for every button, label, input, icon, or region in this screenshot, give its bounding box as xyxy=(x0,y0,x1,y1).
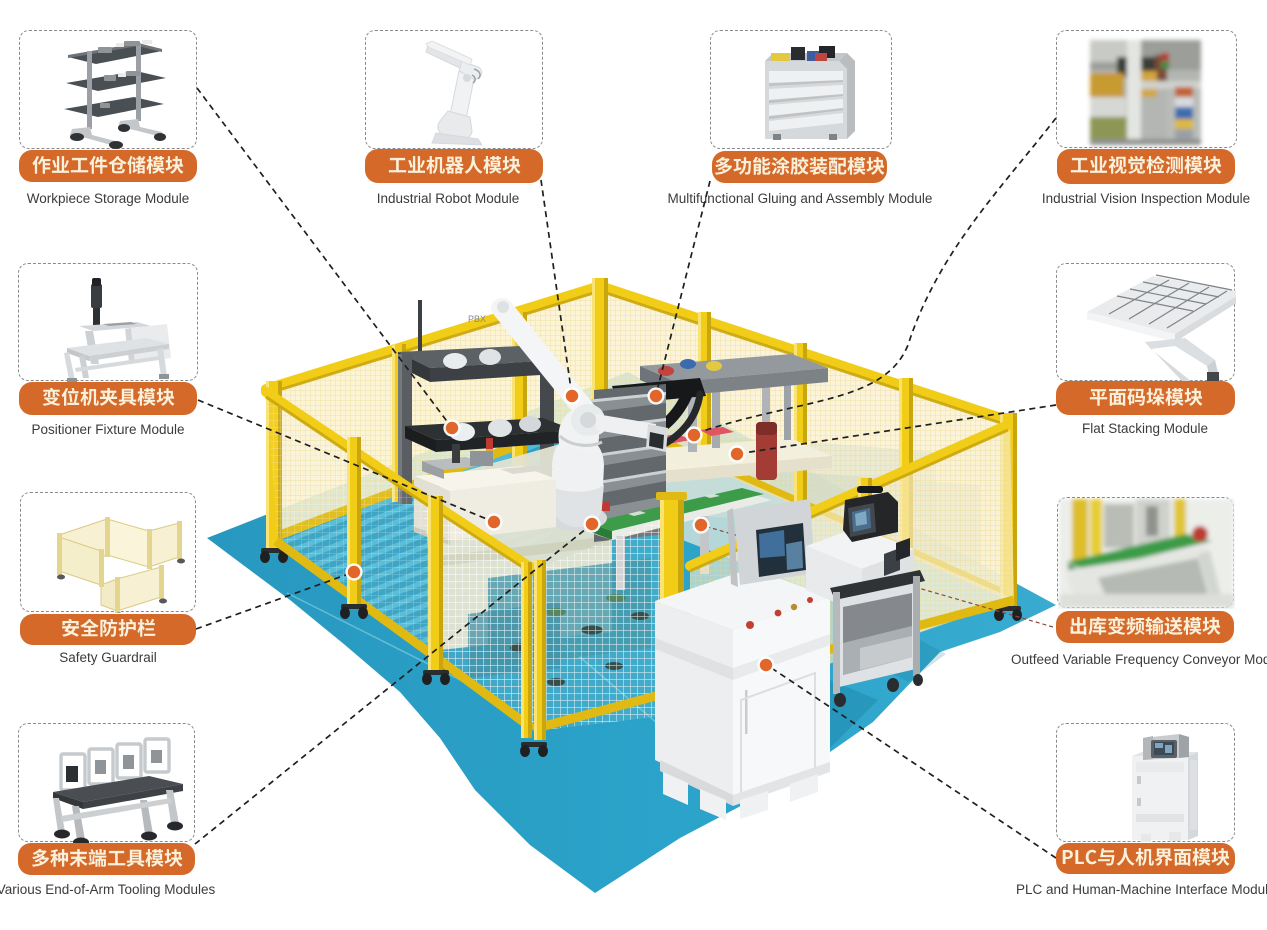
svg-text:PBX: PBX xyxy=(468,314,486,324)
